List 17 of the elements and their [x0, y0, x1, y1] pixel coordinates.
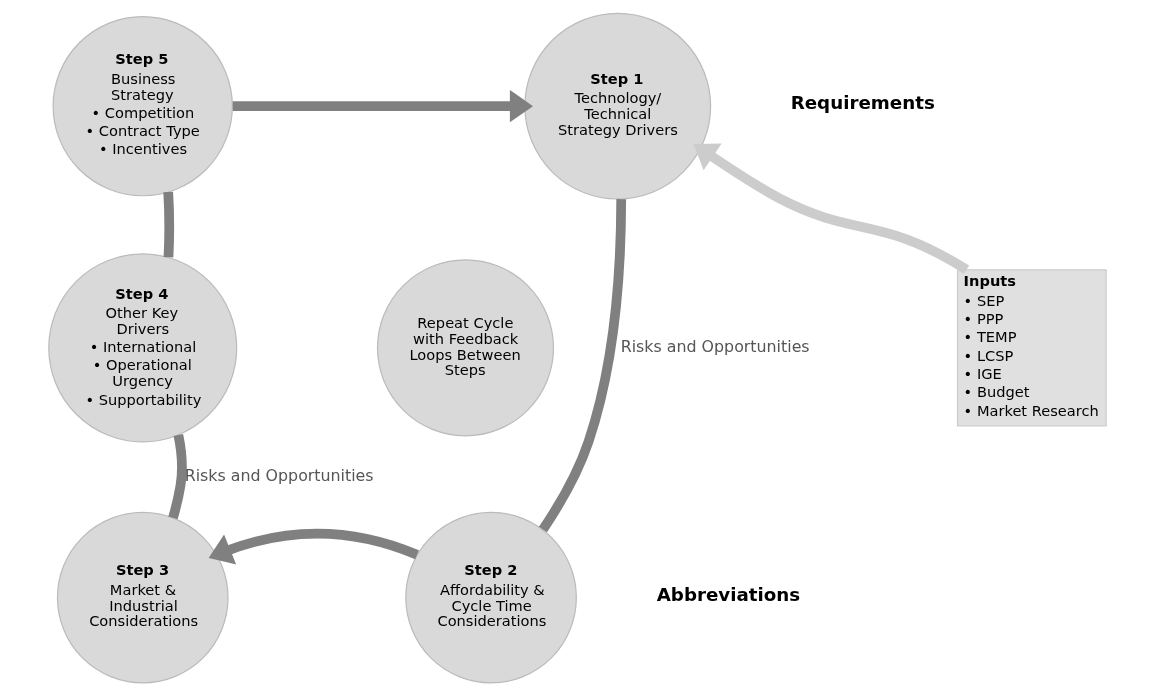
node-circle: Step 4 Other Key Drivers • International • Operational Urgency • Supportability	[48, 253, 238, 443]
arrow	[693, 143, 970, 274]
edge-label: Risks and Opportunities	[620, 336, 810, 356]
edge-label: Risks and Opportunities	[184, 466, 374, 486]
node-circle: Step 2 Affordability & Cycle Time Considerations	[405, 511, 577, 684]
label: Abbreviations	[656, 583, 801, 605]
arrow	[208, 528, 419, 565]
node-circle: Step 3 Market & Industrial Considerations	[56, 511, 229, 684]
node-circle: Step 5 Business Strategy • Competition • Contract Type • Incentives	[52, 15, 233, 197]
connector	[163, 191, 175, 258]
connector	[168, 434, 187, 520]
label: Requirements	[790, 92, 935, 114]
connector	[538, 199, 627, 533]
node-box: Inputs • SEP • PPP • TEMP • LCSP • IGE • Budget • Market Research	[956, 269, 1107, 427]
node-circle: Step 1 Technology/ Technical Strategy Drivers	[524, 12, 712, 200]
arrow	[232, 89, 533, 123]
node-circle: Repeat Cycle with Feedback Loops Between Steps	[376, 259, 555, 437]
